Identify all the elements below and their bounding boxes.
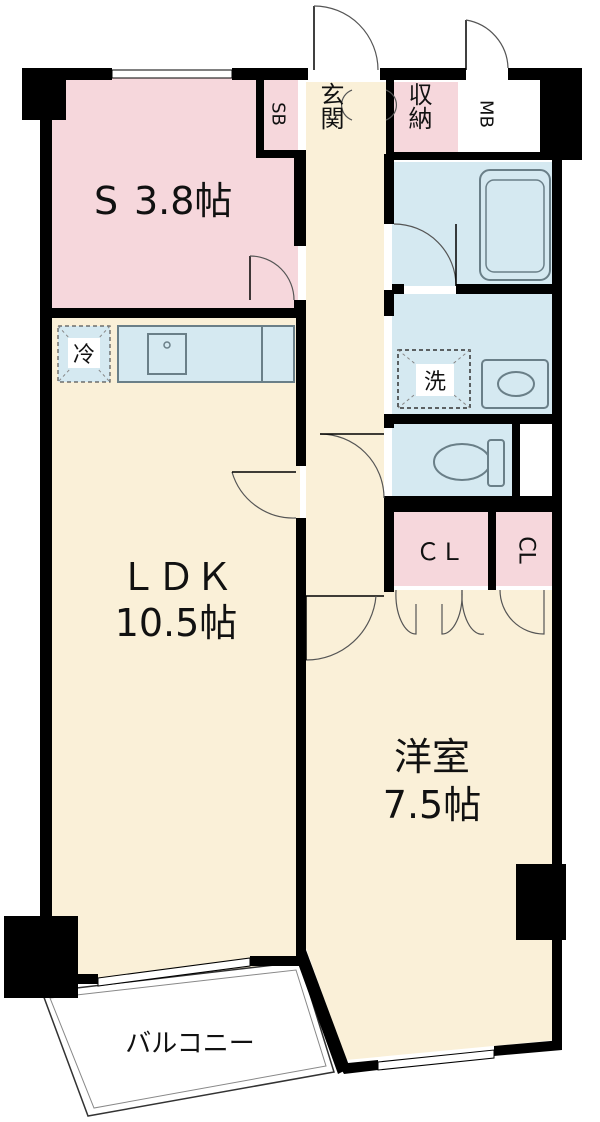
refrigerator-label-bg (68, 338, 100, 368)
mb-door-swing (465, 19, 509, 69)
closet-1-floor (392, 512, 488, 586)
bath-wash-divider (456, 284, 556, 294)
storage-room-size: 3.8帖 (134, 179, 232, 223)
storage-label: 収納 (404, 82, 432, 130)
storage-room-right-wall-b (294, 300, 306, 318)
hallway-floor (306, 154, 384, 590)
washer-label-bg (416, 364, 454, 396)
room-floors (50, 78, 556, 1060)
balcony-inner-line (49, 969, 327, 1109)
wet-left-wall-c (384, 414, 394, 428)
wash-toilet-divider (392, 414, 556, 424)
closet-2-label: CL (514, 536, 539, 564)
right-wall (552, 150, 562, 1050)
toilet-side-white (518, 424, 554, 498)
top-wall-right-a (380, 68, 466, 80)
closet-2-door (499, 589, 545, 635)
toilet-bottom-wall (384, 496, 556, 512)
doors (231, 5, 545, 661)
wet-left-wall-a (384, 154, 394, 224)
ldk-bottom-wall-b (250, 956, 304, 966)
ldk-size: 10.5帖 (115, 601, 238, 645)
balcony (40, 961, 335, 1117)
toilet-right-pillar (512, 424, 520, 500)
closet-1-door-a (395, 589, 417, 635)
storage-closet-bottom-wall (386, 152, 464, 160)
storage-room-door-swing (249, 255, 295, 301)
entrance-label: 玄関 (316, 82, 344, 130)
kitchen-sink-icon (147, 333, 187, 375)
toilet-tank-icon (487, 439, 505, 487)
storage-room-name: S (94, 179, 118, 223)
western-bottom-wall-b (494, 1040, 562, 1056)
bath-door-swing (393, 223, 457, 287)
washer-label: 洗 (424, 370, 446, 395)
toilet-bowl-icon (433, 443, 491, 481)
western-room-name: 洋室 (394, 735, 470, 779)
wash-basin-icon (481, 359, 549, 409)
toilet-door-swing (319, 433, 385, 499)
entrance-row-bottom-wall (256, 150, 306, 158)
ldk-right-wall-top (296, 316, 306, 466)
walls (4, 68, 582, 1074)
meter-box-label: MB (476, 100, 497, 128)
ldk-name: ＬＤＫ (119, 555, 233, 599)
storage-room-right-wall (294, 150, 306, 246)
meter-box-floor (462, 82, 508, 154)
western-room-size: 7.5帖 (383, 783, 481, 827)
labels: S 3.8帖 ＬＤＫ 10.5帖 洋室 7.5帖 バルコニー 玄関 収納 SB … (73, 82, 539, 1059)
top-wall-mid (232, 68, 308, 80)
bathtub-icon (479, 169, 551, 281)
kitchen-sink-drain-icon (163, 341, 171, 349)
fixtures (57, 169, 551, 487)
western-room-floor (306, 590, 556, 1060)
left-wall (40, 100, 52, 940)
western-diagonal-wall (296, 950, 350, 1074)
western-door-swing (305, 595, 377, 661)
closet-bottom-left (384, 586, 394, 592)
top-window (111, 69, 233, 79)
ldk-right-wall-bottom (296, 518, 306, 958)
shoe-box-label: SB (268, 102, 289, 126)
sb-left-wall (256, 78, 264, 158)
refrigerator-box-icon (57, 325, 111, 383)
column-top-right (540, 68, 582, 160)
bath-wash-divider-b (392, 284, 404, 294)
front-door-swing (313, 5, 379, 71)
wet-left-wall-d (384, 498, 394, 590)
ldk-floor (50, 318, 300, 980)
closet-1-label: ＣＬ (416, 538, 464, 566)
kitchen-counter-outline (117, 325, 295, 383)
mb-bottom-wall (458, 152, 540, 160)
shoe-box-floor (262, 82, 294, 154)
ldk-bottom-wall-a (52, 974, 98, 984)
western-bottom-wall-a (338, 1060, 378, 1074)
entrance-door-swing-b (385, 89, 398, 121)
closet-2-floor (496, 512, 554, 586)
ldk-window (97, 957, 251, 987)
refrigerator-label: 冷 (73, 343, 95, 368)
storage-room-bottom-wall (50, 308, 304, 318)
storage-closet-floor (392, 82, 458, 154)
balcony-label: バルコニー (125, 1029, 254, 1059)
closet-1-door-c (461, 589, 485, 635)
kitchen-counter (118, 326, 294, 382)
ldk-door-swing (231, 471, 297, 519)
western-window (377, 1049, 495, 1071)
bathtub-inner-icon (485, 179, 545, 273)
windows (97, 957, 495, 1071)
entrance-door-swing-a (340, 89, 353, 121)
wash-basin-bowl-icon (497, 371, 535, 397)
closet-divider (488, 510, 496, 590)
wet-left-wall-b (384, 290, 394, 316)
